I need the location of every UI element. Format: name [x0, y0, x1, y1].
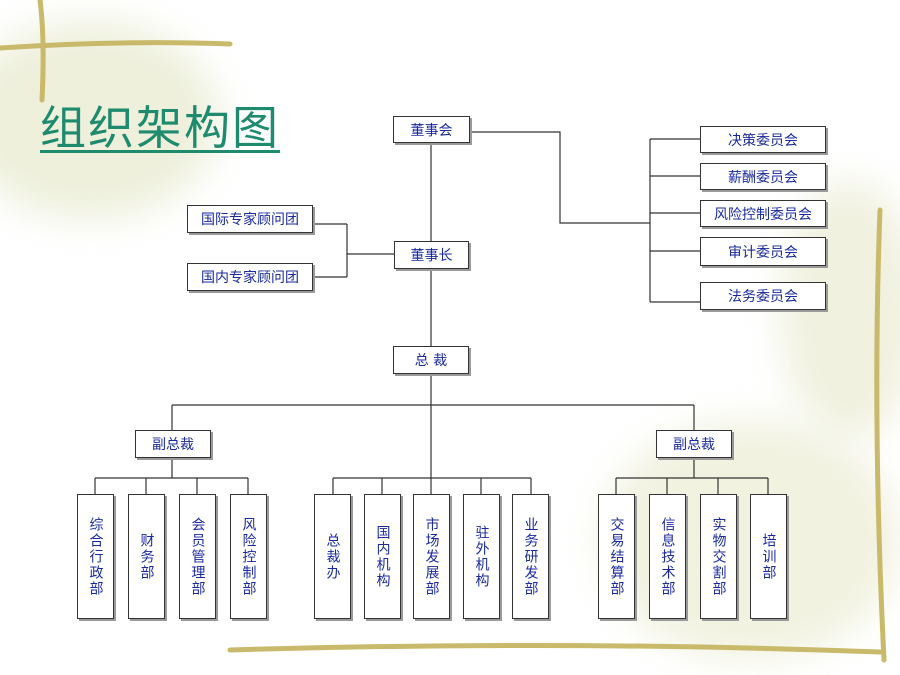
dept-box-riskcontrol: 风险控制部	[230, 494, 267, 619]
decorative-vine	[0, 0, 887, 663]
vp-box-left: 副总裁	[135, 430, 211, 458]
dept-box-member: 会员管理部	[179, 494, 216, 619]
dept-box-overseas-branches: 驻外机构	[463, 494, 500, 619]
president-box: 总 裁	[393, 346, 469, 374]
committee-box-compensation: 薪酬委员会	[700, 163, 826, 190]
dept-box-it: 信息技术部	[649, 494, 686, 619]
dept-box-admin: 综合行政部	[77, 494, 114, 619]
committee-box-risk: 风险控制委员会	[700, 200, 826, 227]
chairman-box: 董事长	[394, 241, 469, 269]
advisor-box-domestic: 国内专家顾问团	[187, 263, 313, 291]
committee-box-decision: 决策委员会	[700, 126, 826, 153]
dept-box-business-rd: 业务研发部	[512, 494, 549, 619]
dept-box-finance: 财务部	[128, 494, 165, 619]
committee-box-audit: 审计委员会	[700, 237, 826, 266]
dept-box-training: 培训部	[750, 494, 787, 619]
background-flower-top-left	[0, 20, 220, 220]
dept-box-president-office: 总裁办	[314, 494, 351, 619]
dept-box-delivery: 实物交割部	[700, 494, 737, 619]
dept-box-market-dev: 市场发展部	[413, 494, 450, 619]
dept-box-domestic-branches: 国内机构	[364, 494, 401, 619]
advisor-box-international: 国际专家顾问团	[187, 205, 313, 233]
committee-box-legal: 法务委员会	[700, 282, 826, 310]
board-box: 董事会	[393, 116, 470, 143]
page-title: 组织架构图	[40, 101, 280, 155]
dept-box-settlement: 交易结算部	[598, 494, 635, 619]
vp-box-right: 副总裁	[656, 430, 732, 458]
